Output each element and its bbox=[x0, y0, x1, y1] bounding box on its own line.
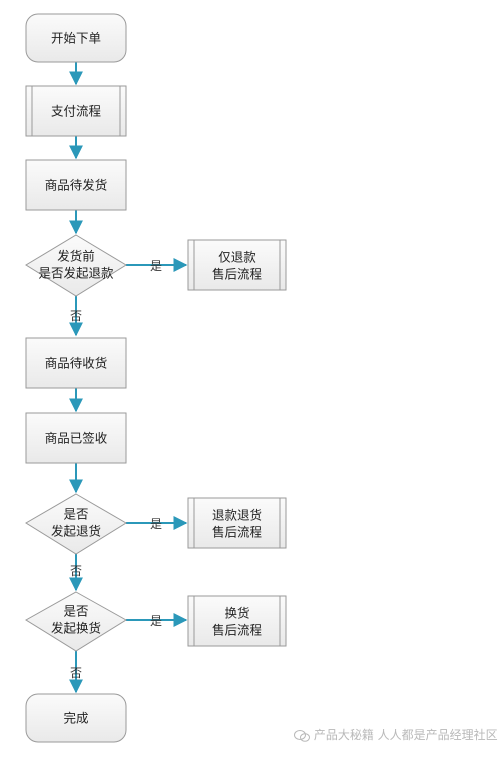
node-pending-ship-label: 商品待发货 bbox=[45, 178, 108, 193]
decision-refund-before-ship-line2: 是否发起退款 bbox=[38, 266, 114, 281]
node-refund-only-line2: 售后流程 bbox=[212, 267, 263, 282]
edge-label-yes-1: 是 bbox=[150, 259, 162, 273]
wechat-icon bbox=[294, 729, 310, 742]
node-pay-label: 支付流程 bbox=[51, 104, 102, 119]
decision-exchange-line2: 发起换货 bbox=[51, 621, 101, 636]
decision-return-refund: 是否 发起退货 bbox=[25, 493, 127, 555]
decision-refund-before-ship: 发货前 是否发起退款 bbox=[25, 234, 127, 297]
node-return-refund-line2: 售后流程 bbox=[212, 525, 263, 540]
edge-label-no-2: 否 bbox=[70, 564, 82, 578]
edge-label-no-3: 否 bbox=[70, 666, 82, 680]
watermark: 产品大秘籍 人人都是产品经理社区 bbox=[294, 726, 498, 743]
node-start: 开始下单 bbox=[25, 13, 127, 63]
node-return-refund-line1: 退款退货 bbox=[212, 508, 262, 523]
node-received: 商品已签收 bbox=[25, 412, 127, 464]
node-pending-receive-label: 商品待收货 bbox=[45, 356, 108, 371]
connectors bbox=[69, 62, 188, 694]
edge-label-no-1: 否 bbox=[70, 309, 82, 323]
node-received-label: 商品已签收 bbox=[45, 431, 108, 446]
node-pending-ship: 商品待发货 bbox=[25, 159, 127, 211]
decision-refund-before-ship-line1: 发货前 bbox=[57, 249, 95, 264]
node-start-label: 开始下单 bbox=[51, 31, 101, 46]
decision-exchange: 是否 发起换货 bbox=[25, 591, 127, 652]
node-done-label: 完成 bbox=[63, 711, 88, 726]
watermark-line1: 产品大秘籍 bbox=[313, 728, 374, 742]
node-exchange-line2: 售后流程 bbox=[212, 623, 263, 638]
node-refund-only: 仅退款 售后流程 bbox=[187, 239, 287, 291]
decision-exchange-line1: 是否 bbox=[63, 604, 88, 619]
node-exchange-line1: 换货 bbox=[224, 606, 249, 621]
node-return-refund: 退款退货 售后流程 bbox=[187, 497, 287, 549]
decision-return-refund-line2: 发起退货 bbox=[51, 524, 101, 539]
node-exchange: 换货 售后流程 bbox=[187, 595, 287, 647]
node-done: 完成 bbox=[25, 693, 127, 743]
node-pending-receive: 商品待收货 bbox=[25, 337, 127, 389]
edge-label-yes-3: 是 bbox=[150, 614, 162, 628]
decision-return-refund-line1: 是否 bbox=[63, 507, 88, 522]
watermark-line2: 人人都是产品经理社区 bbox=[377, 728, 498, 742]
edge-label-yes-2: 是 bbox=[150, 517, 162, 531]
node-refund-only-line1: 仅退款 bbox=[218, 250, 256, 265]
node-pay: 支付流程 bbox=[25, 85, 127, 137]
